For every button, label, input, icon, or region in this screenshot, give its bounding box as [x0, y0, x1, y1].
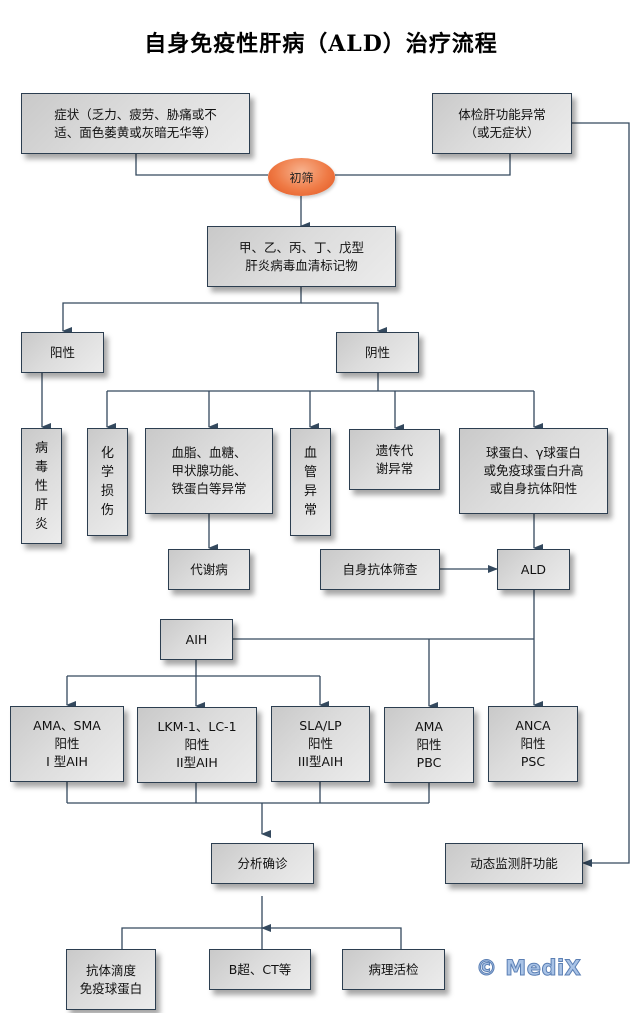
ultrasound-ct-box: B超、CT等 — [209, 949, 311, 990]
checkup-box: 体检肝功能异常 （或无症状） — [432, 93, 572, 154]
aih-box: AIH — [160, 619, 233, 660]
medix-watermark: © MediX — [475, 956, 582, 981]
metabolic-abnormal-box: 血脂、血糖、 甲状腺功能、 铁蛋白等异常 — [145, 428, 273, 514]
screening-node: 初筛 — [268, 158, 335, 196]
symptoms-box: 症状（乏力、疲劳、胁痛或不 适、面色萎黄或灰暗无华等） — [21, 93, 250, 154]
connector-markers-positive — [62, 286, 302, 335]
globulin-elevated-box: 球蛋白、γ球蛋白 或免疫球蛋白升高 或自身抗体阳性 — [459, 428, 608, 514]
aih-type2-box: LKM-1、LC-1 阳性 II型AIH — [137, 707, 257, 783]
negative-box: 阴性 — [336, 332, 419, 373]
diagnosis-box: 分析确诊 — [211, 843, 314, 884]
hepatitis-markers-box: 甲、乙、丙、丁、戊型 肝炎病毒血清标记物 — [207, 226, 396, 287]
page-title: 自身免疫性肝病（ALD）治疗流程 — [144, 31, 498, 57]
aih-type3-box: SLA/LP 阳性 III型AIH — [271, 706, 370, 782]
aih-type1-box: AMA、SMA 阳性 I 型AIH — [10, 706, 124, 782]
connector-checkup-screening — [335, 153, 511, 176]
ald-box: ALD — [497, 549, 570, 590]
chemical-injury-box: 化 学 损 伤 — [87, 428, 128, 536]
metabolic-disease-box: 代谢病 — [168, 549, 250, 590]
connector-symptoms-screening — [135, 153, 268, 176]
pbc-box: AMA 阳性 PBC — [384, 707, 474, 783]
psc-box: ANCA 阳性 PSC — [488, 706, 578, 782]
vascular-abnormal-box: 血 管 异 常 — [290, 428, 331, 536]
autoantibody-screening-box: 自身抗体筛查 — [320, 549, 440, 590]
connector-markers-negative — [301, 302, 387, 335]
viral-hepatitis-box: 病 毒 性 肝 炎 — [21, 428, 62, 544]
connector-checkup-monitor — [571, 122, 630, 867]
biopsy-box: 病理活检 — [342, 949, 445, 990]
monitor-liver-box: 动态监测肝功能 — [445, 843, 583, 884]
positive-box: 阳性 — [21, 332, 104, 373]
antibody-titer-box: 抗体滴度 免疫球蛋白 — [66, 949, 156, 1010]
genetic-metabolic-box: 遗传代 谢异常 — [349, 429, 440, 490]
